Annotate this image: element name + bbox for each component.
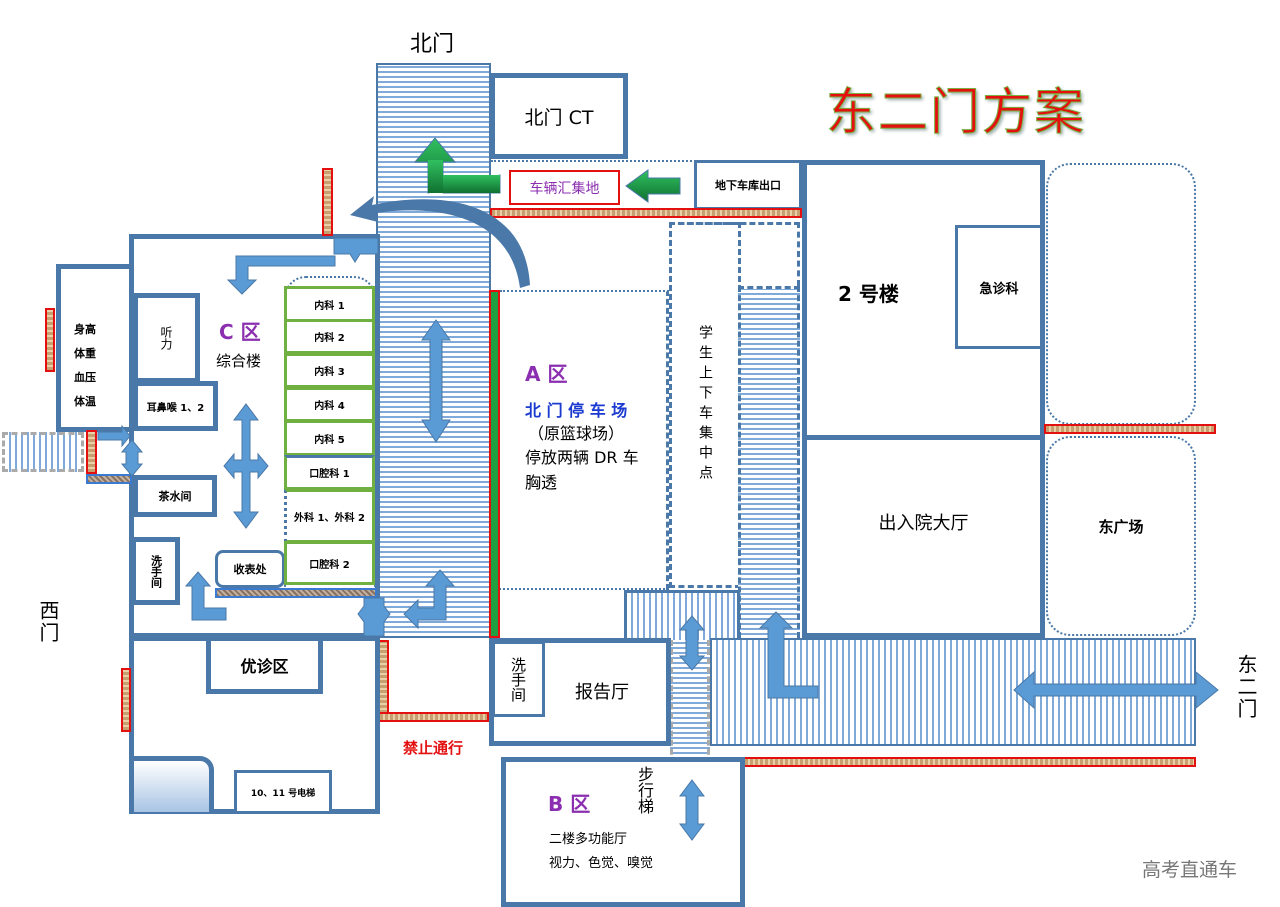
gravel-west (86, 474, 132, 484)
barrier-north-c (322, 168, 333, 236)
gravel-south-c (215, 588, 377, 598)
clinic-label: 内科 2 (314, 333, 345, 344)
zone-c-building-label: 综合楼 (216, 352, 262, 370)
south-lot (624, 590, 740, 640)
underground-exit: 地下车库出口 (694, 160, 802, 210)
vehicle-area (491, 160, 696, 290)
clinic-room: 外科 1、外科 2 (284, 489, 375, 543)
barrier-east-road (743, 757, 1196, 767)
clinic-label: 口腔科 1 (309, 469, 350, 480)
clinic-room: 内科 1 (284, 286, 375, 322)
barrier-top (490, 208, 802, 218)
underground-exit-label: 地下车库出口 (715, 179, 781, 192)
form-collection-label: 收表处 (233, 563, 267, 576)
west-gate-label: 西门 (36, 600, 60, 644)
barrier-west-3 (121, 668, 131, 732)
zone-a-area (491, 218, 669, 590)
barrier-west-1 (45, 308, 55, 372)
east-inner-road (738, 286, 800, 638)
vehicle-gather-box: 车辆汇集地 (509, 170, 620, 205)
east-square-label: 东广场 (1098, 517, 1144, 536)
form-collection: 收表处 (215, 550, 285, 588)
clinic-room: 口腔科 2 (284, 541, 375, 585)
elevator: 10、11 号电梯 (234, 770, 332, 814)
student-pickup-point: 学生上下车集中点 (669, 222, 741, 588)
restroom-c: 洗手间 (131, 537, 180, 605)
ent-room: 耳鼻喉 1、2 (133, 381, 218, 431)
barrier-west-2 (86, 430, 97, 474)
tea-room-label: 茶水间 (158, 490, 192, 503)
body-check-item: 体重 (74, 347, 96, 360)
clinic-label: 口腔科 2 (309, 559, 350, 571)
zone-a-inner (500, 290, 669, 590)
green-wall (489, 290, 500, 638)
report-hall-label: 报告厅 (575, 682, 629, 703)
student-pickup-label: 学生上下车集中点 (697, 325, 713, 485)
watermark: 高考直通车 (1142, 859, 1238, 881)
zone-a-label: A 区 (525, 362, 568, 386)
ent-label: 耳鼻喉 1、2 (146, 402, 205, 414)
building-2-label: 2 号楼 (838, 282, 899, 306)
hearing-room: 听力 (133, 293, 200, 383)
emergency-label: 急诊科 (979, 281, 1019, 297)
zone-b-line1: 二楼多功能厅 (549, 832, 628, 847)
barrier-no-entry-h (378, 712, 489, 722)
north-gate-label: 北门 (410, 32, 455, 57)
clinic-room: 内科 2 (284, 319, 375, 354)
tea-room: 茶水间 (133, 475, 217, 517)
clinic-label: 内科 3 (314, 367, 345, 378)
zone-a-subtitle: 北 门 停 车 场 (525, 401, 628, 420)
zone-b-line2: 视力、色觉、嗅觉 (549, 856, 654, 871)
admission-hall: 出入院大厅 (802, 435, 1045, 638)
east-square: 东广场 (1046, 436, 1196, 636)
body-check-item: 体温 (74, 395, 96, 408)
clinic-room: 内科 5 (284, 420, 375, 456)
page-title: 东二门方案 (826, 83, 1086, 142)
clinic-label: 内科 4 (314, 401, 345, 412)
body-check-list: 身高 体重 血压 体温 (74, 318, 116, 414)
west-entrance (2, 432, 84, 472)
body-check-item: 身高 (74, 323, 96, 336)
walking-stairs-label: 步行梯 (635, 766, 654, 814)
body-check-room (56, 264, 134, 432)
elevator-label: 10、11 号电梯 (250, 788, 316, 799)
east-top-area (1046, 163, 1196, 425)
zone-a-note1: （原篮球场） (528, 424, 625, 443)
zone-b-label: B 区 (548, 792, 591, 816)
clinic-room: 内科 3 (284, 353, 375, 388)
body-check-item: 血压 (74, 371, 96, 384)
hearing-label: 听力 (159, 326, 173, 350)
east-road (710, 638, 1196, 746)
vip-area: 优诊区 (206, 636, 323, 694)
zone-a-note2: 停放两辆 DR 车 (525, 448, 639, 467)
east2-gate-label: 东二门 (1234, 654, 1258, 720)
vip-area-label: 优诊区 (240, 657, 289, 676)
zone-a-note3: 胸透 (525, 473, 558, 492)
restroom-c-label: 洗手间 (149, 554, 163, 588)
north-road (376, 63, 491, 638)
vehicle-gather-label: 车辆汇集地 (529, 180, 600, 197)
zone-c-label: C 区 (219, 320, 261, 344)
restroom-b-label: 洗手间 (509, 656, 527, 702)
elevator-lobby (134, 756, 214, 812)
emergency-room: 急诊科 (955, 225, 1043, 349)
barrier-east (1044, 424, 1216, 434)
clinic-label: 外科 1、外科 2 (294, 512, 365, 524)
report-hall-block (489, 638, 671, 746)
clinic-label: 内科 1 (314, 300, 345, 312)
clinic-room: 内科 4 (284, 387, 375, 422)
clinic-label: 内科 5 (314, 434, 345, 446)
admission-hall-label: 出入院大厅 (878, 512, 969, 534)
no-entry-label: 禁止通行 (403, 739, 464, 757)
north-ct-building: 北门 CT (490, 73, 628, 159)
clinic-room: 口腔科 1 (284, 455, 375, 490)
restroom-b: 洗手间 (492, 641, 545, 717)
north-ct-label: 北门 CT (524, 106, 594, 129)
